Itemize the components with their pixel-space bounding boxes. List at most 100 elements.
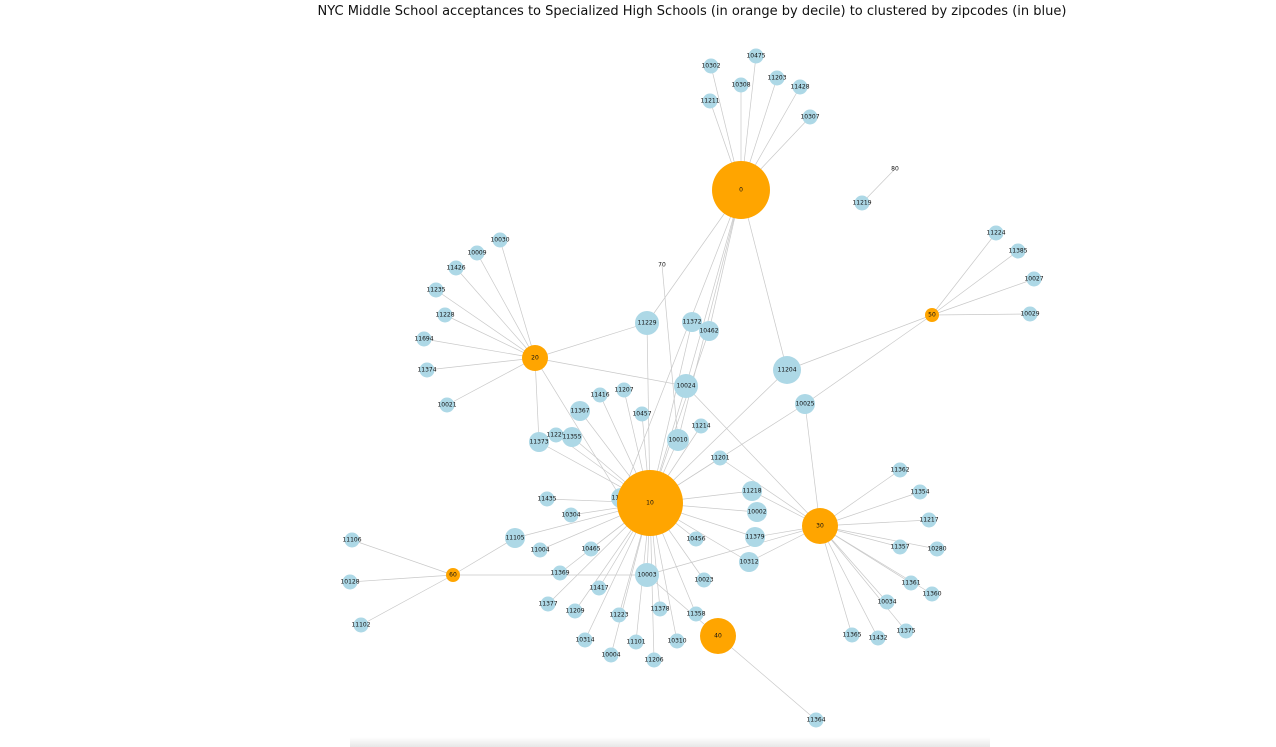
zipcode-node: 11357 (890, 539, 910, 555)
zipcode-node: 11209 (565, 603, 585, 619)
zipcode-node-circle (583, 541, 599, 557)
zipcode-node: 11373 (529, 432, 549, 452)
zipcode-node: 11105 (505, 528, 525, 548)
zipcode-node: 11372 (682, 312, 702, 332)
zipcode-node-circle (912, 484, 928, 500)
zipcode-node: 10310 (667, 633, 687, 649)
zipcode-node-circle (898, 623, 914, 639)
zipcode-node-circle (1026, 271, 1042, 287)
zipcode-node-circle (563, 507, 579, 523)
graph-edge (717, 635, 817, 721)
zipcode-node-circle (733, 77, 749, 93)
zipcode-node: 11428 (790, 79, 810, 95)
zipcode-node: 10462 (699, 321, 719, 341)
zipcode-node: 10304 (561, 507, 581, 523)
zipcode-node: 11364 (806, 712, 826, 728)
zipcode-node-circle (492, 232, 508, 248)
graph-edge (620, 189, 742, 499)
zipcode-node: 10312 (739, 552, 759, 572)
decile-node: 10 (617, 470, 683, 536)
zipcode-node-circle (747, 502, 767, 522)
graph-edge (476, 252, 536, 359)
zipcode-node: 10308 (731, 77, 751, 93)
decile-node: 40 (700, 618, 736, 654)
zipcode-node-circle (428, 282, 444, 298)
zipcode-node: 10465 (581, 541, 601, 557)
zipcode-node: 11218 (742, 481, 762, 501)
zipcode-node-circle (795, 394, 815, 414)
zipcode-node-label: 11373 (529, 439, 548, 446)
zipcode-node-circle (344, 532, 360, 548)
graph-edge (861, 168, 896, 204)
zipcode-node-label: 11102 (351, 622, 370, 629)
graph-edge (534, 357, 622, 499)
zipcode-node-label: 11361 (901, 580, 920, 587)
graph-edge (423, 338, 536, 359)
decile-node: 30 (802, 508, 838, 544)
zipcode-node: 11101 (626, 634, 646, 650)
graph-edge (446, 357, 536, 406)
zipcode-node-label: 11428 (790, 84, 809, 91)
zipcode-node: 11229 (635, 311, 659, 335)
zipcode-node-circle (921, 512, 937, 528)
zipcode-node: 10302 (701, 58, 721, 74)
zipcode-node-circle (682, 312, 702, 332)
zipcode-node-label: 11362 (890, 467, 909, 474)
zipcode-node: 11375 (896, 623, 916, 639)
zipcode-node: 11385 (1008, 243, 1028, 259)
zipcode-node-label: 11694 (414, 336, 433, 343)
decile-node-circle (522, 345, 548, 371)
zipcode-node: 11365 (842, 627, 862, 643)
zipcode-node-label: 11426 (446, 265, 465, 272)
zipcode-node: 11435 (537, 491, 557, 507)
zipcode-node-label: 11375 (896, 628, 915, 635)
zipcode-node-label: 10002 (747, 509, 766, 516)
zipcode-node-label: 11417 (589, 585, 608, 592)
zipcode-node: 10475 (746, 48, 766, 64)
graph-edge (819, 525, 938, 550)
zipcode-node-circle (924, 586, 940, 602)
zipcode-node-circle (892, 539, 908, 555)
decile-node-label: 60 (449, 572, 457, 579)
zipcode-node-label: 11385 (1008, 248, 1027, 255)
zipcode-node: 10034 (877, 594, 897, 610)
decile-node: 70 (658, 262, 666, 269)
zipcode-node: 10024 (674, 374, 698, 398)
zipcode-node: 11220 (546, 427, 566, 443)
zipcode-node-label: 11203 (767, 75, 786, 82)
graph-edge (455, 267, 536, 359)
zipcode-node-circle (712, 450, 728, 466)
zipcode-node-label: 10128 (340, 579, 359, 586)
zipcode-node: 10023 (694, 572, 714, 588)
zipcode-node-label: 11201 (710, 455, 729, 462)
zipcode-node-label: 10304 (561, 512, 580, 519)
zipcode-node-circle (693, 418, 709, 434)
zipcode-node-label: 11360 (922, 591, 941, 598)
zipcode-node: 11377 (538, 596, 558, 612)
graph-edge (819, 525, 907, 632)
zipcode-node-circle (844, 627, 860, 643)
zipcode-node-label: 11432 (868, 635, 887, 642)
zipcode-node-label: 10307 (800, 114, 819, 121)
zipcode-node: 11362 (890, 462, 910, 478)
graph-edge (819, 525, 853, 636)
zipcode-node-label: 11374 (417, 367, 436, 374)
zipcode-node-label: 11101 (626, 639, 645, 646)
zipcode-node-label: 11229 (637, 320, 656, 327)
zipcode-node: 10314 (575, 632, 595, 648)
zipcode-node-circle (792, 79, 808, 95)
zipcode-node: 11211 (700, 93, 720, 109)
zipcode-node: 11369 (550, 565, 570, 581)
zipcode-node-label: 11219 (852, 200, 871, 207)
zipcode-node-circle (773, 356, 801, 384)
zipcode-node-label: 11228 (435, 312, 454, 319)
figure-title: NYC Middle School acceptances to Special… (317, 4, 1067, 19)
zipcode-node: 11223 (609, 607, 629, 623)
zipcode-node-label: 10465 (581, 546, 600, 553)
zipcode-node: 11360 (922, 586, 942, 602)
zipcode-node: 11224 (986, 225, 1006, 241)
decile-node-circle (712, 161, 770, 219)
zipcode-node: 11228 (435, 307, 455, 323)
zipcode-node-label: 11354 (910, 489, 929, 496)
